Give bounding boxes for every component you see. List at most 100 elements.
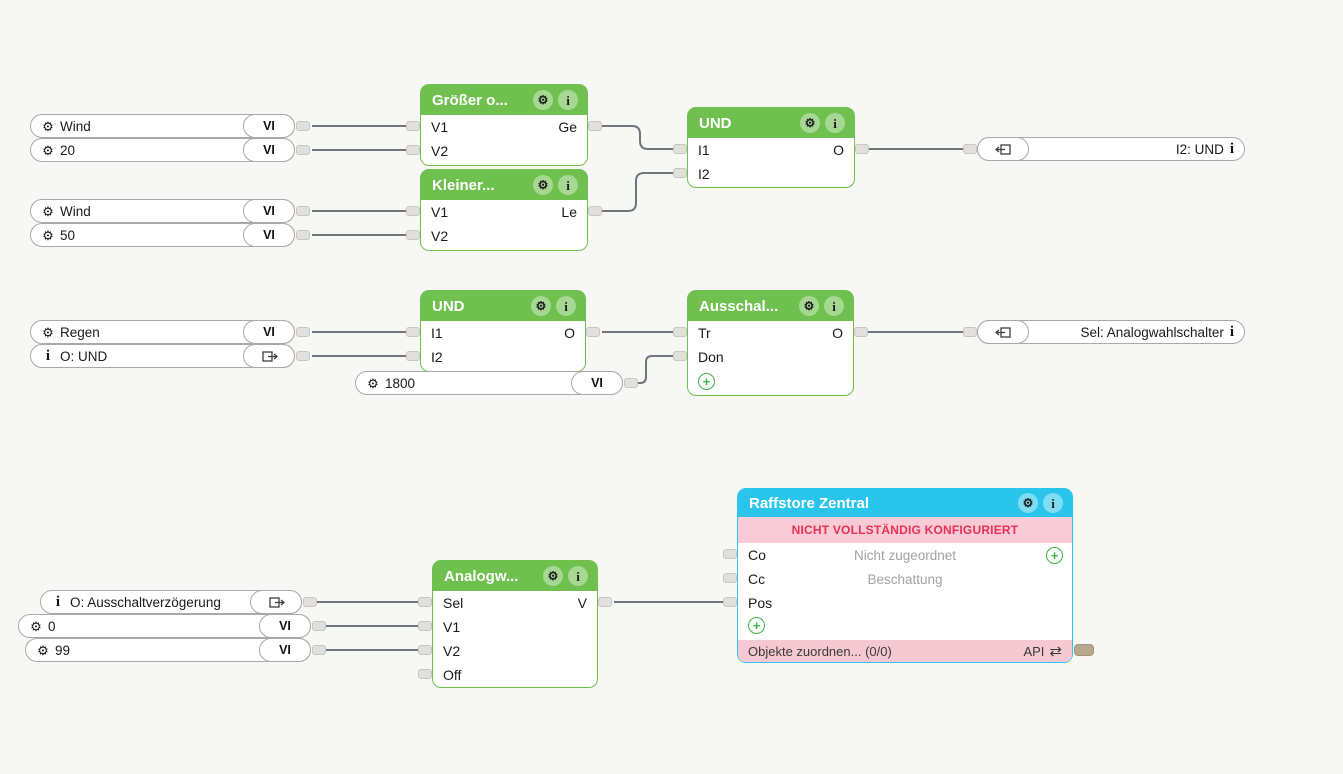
port-stub[interactable] <box>963 327 977 337</box>
input-pill-50[interactable]: ⚙ 50 VI <box>30 223 295 247</box>
add-assignment-icon[interactable]: + <box>1046 546 1063 564</box>
port-stub[interactable] <box>723 549 737 559</box>
port-stub[interactable] <box>296 121 310 131</box>
port-stub[interactable] <box>723 597 737 607</box>
port-stub[interactable] <box>296 351 310 361</box>
port-stub[interactable] <box>418 621 432 631</box>
info-icon[interactable]: i <box>1043 493 1063 513</box>
port-stub[interactable] <box>854 327 868 337</box>
vi-badge[interactable]: VI <box>243 199 295 223</box>
info-icon[interactable]: i <box>824 296 844 316</box>
wire[interactable] <box>602 125 673 150</box>
node-header[interactable]: UND ⚙ i <box>688 108 854 138</box>
input-pill-regen[interactable]: ⚙ Regen VI <box>30 320 295 344</box>
info-icon[interactable]: i <box>1229 140 1234 157</box>
port-stub[interactable] <box>406 351 420 361</box>
port-stub[interactable] <box>312 621 326 631</box>
info-icon[interactable]: i <box>825 113 845 133</box>
port-label: V <box>577 595 587 611</box>
vi-badge[interactable]: VI <box>243 320 295 344</box>
port-stub[interactable] <box>855 144 869 154</box>
api-action[interactable]: API ⇄ <box>1023 644 1062 659</box>
node-header[interactable]: Größer o... ⚙ i <box>421 85 587 115</box>
port-stub[interactable] <box>406 230 420 240</box>
input-pill-o-und[interactable]: i O: UND <box>30 344 295 368</box>
info-icon[interactable]: i <box>568 566 588 586</box>
node-header[interactable]: Ausschal... ⚙ i <box>688 291 853 321</box>
api-port-stub[interactable] <box>1074 644 1094 656</box>
gear-icon[interactable]: ⚙ <box>1018 493 1038 513</box>
input-pill-20[interactable]: ⚙ 20 VI <box>30 138 295 162</box>
input-pill-wind-2[interactable]: ⚙ Wind VI <box>30 199 295 223</box>
port-stub[interactable] <box>624 378 638 388</box>
reference-badge[interactable] <box>977 137 1029 161</box>
port-stub[interactable] <box>296 230 310 240</box>
assign-objects-action[interactable]: Objekte zuordnen... (0/0) <box>748 643 892 659</box>
port-stub[interactable] <box>673 327 687 337</box>
port-stub[interactable] <box>586 327 600 337</box>
input-pill-1800[interactable]: ⚙ 1800 VI <box>355 371 623 395</box>
reference-badge[interactable] <box>977 320 1029 344</box>
port-stub[interactable] <box>588 121 602 131</box>
input-pill-0[interactable]: ⚙ 0 VI <box>18 614 311 638</box>
output-pill-i2-und[interactable]: I2: UND i <box>977 137 1245 161</box>
port-stub[interactable] <box>406 327 420 337</box>
node-raffstore-zentral[interactable]: Raffstore Zentral ⚙ i NICHT VOLLSTÄNDIG … <box>737 488 1073 663</box>
info-icon[interactable]: i <box>558 90 578 110</box>
gear-icon[interactable]: ⚙ <box>799 296 819 316</box>
port-stub[interactable] <box>963 144 977 154</box>
port-stub[interactable] <box>418 669 432 679</box>
port-stub[interactable] <box>418 645 432 655</box>
info-icon[interactable]: i <box>556 296 576 316</box>
input-pill-99[interactable]: ⚙ 99 VI <box>25 638 311 662</box>
output-pill-sel-analogwahlschalter[interactable]: Sel: Analogwahlschalter i <box>977 320 1245 344</box>
port-stub[interactable] <box>296 327 310 337</box>
add-input-icon[interactable]: + <box>698 372 715 390</box>
vi-badge[interactable]: VI <box>259 638 311 662</box>
node-header[interactable]: Raffstore Zentral ⚙ i <box>738 489 1072 517</box>
port-stub[interactable] <box>303 597 317 607</box>
reference-badge[interactable] <box>243 344 295 368</box>
port-stub[interactable] <box>673 144 687 154</box>
port-stub[interactable] <box>406 145 420 155</box>
vi-badge[interactable]: VI <box>243 138 295 162</box>
port-stub[interactable] <box>406 206 420 216</box>
wire[interactable] <box>602 172 673 212</box>
wire[interactable] <box>638 355 673 384</box>
vi-badge[interactable]: VI <box>243 114 295 138</box>
vi-badge[interactable]: VI <box>259 614 311 638</box>
port-stub[interactable] <box>406 121 420 131</box>
info-icon[interactable]: i <box>558 175 578 195</box>
info-icon[interactable]: i <box>1229 323 1234 340</box>
input-pill-wind-1[interactable]: ⚙ Wind VI <box>30 114 295 138</box>
gear-icon[interactable]: ⚙ <box>531 296 551 316</box>
port-stub[interactable] <box>673 351 687 361</box>
port-stub[interactable] <box>418 597 432 607</box>
node-header[interactable]: Kleiner... ⚙ i <box>421 170 587 200</box>
node-header[interactable]: Analogw... ⚙ i <box>433 561 597 591</box>
gear-icon[interactable]: ⚙ <box>800 113 820 133</box>
gear-icon[interactable]: ⚙ <box>533 90 553 110</box>
port-stub[interactable] <box>296 206 310 216</box>
port-stub[interactable] <box>296 145 310 155</box>
vi-badge[interactable]: VI <box>243 223 295 247</box>
port-stub[interactable] <box>723 573 737 583</box>
reference-badge[interactable] <box>250 590 302 614</box>
gear-icon[interactable]: ⚙ <box>543 566 563 586</box>
port-stub[interactable] <box>673 168 687 178</box>
port-stub[interactable] <box>598 597 612 607</box>
port-stub[interactable] <box>312 645 326 655</box>
node-header[interactable]: UND ⚙ i <box>421 291 585 321</box>
vi-badge[interactable]: VI <box>571 371 623 395</box>
gear-icon[interactable]: ⚙ <box>533 175 553 195</box>
port-stub[interactable] <box>588 206 602 216</box>
add-input-icon[interactable]: + <box>748 616 765 634</box>
input-pill-o-ausschaltverzoegerung[interactable]: i O: Ausschaltverzögerung <box>40 590 302 614</box>
